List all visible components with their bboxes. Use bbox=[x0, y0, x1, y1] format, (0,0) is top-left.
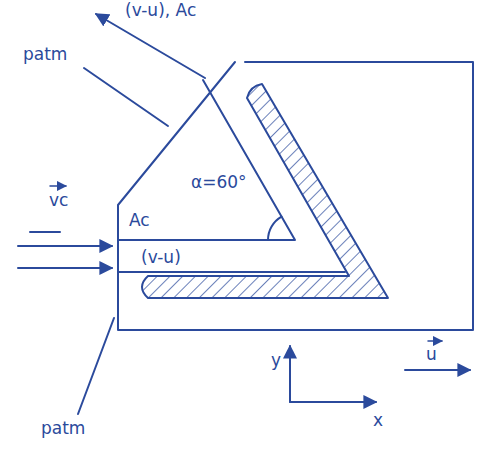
leader-line bbox=[84, 68, 168, 126]
stream-outer-boundary bbox=[118, 271, 345, 273]
x-axis bbox=[290, 401, 376, 403]
leader-line bbox=[78, 318, 114, 414]
velocity-label: u bbox=[425, 344, 438, 364]
stream-inner-boundary bbox=[118, 80, 295, 240]
vector-mark bbox=[50, 185, 66, 187]
jet-inlet-line bbox=[30, 231, 60, 233]
axis-label: y bbox=[270, 350, 282, 370]
area-label: Ac bbox=[128, 210, 151, 230]
velocity-label: vc bbox=[48, 190, 69, 210]
relative-velocity-label: (v-u) bbox=[140, 247, 182, 267]
control-volume bbox=[118, 62, 473, 330]
jet-inlet-line bbox=[18, 267, 112, 269]
axis-label: x bbox=[372, 410, 384, 430]
vector-mark bbox=[428, 340, 442, 342]
angle-label: α=60° bbox=[190, 172, 248, 192]
outlet-flow-arrow bbox=[96, 14, 205, 78]
angle-arc bbox=[268, 217, 282, 240]
pressure-label: patm bbox=[40, 418, 86, 438]
y-axis bbox=[289, 346, 291, 402]
pressure-label: patm bbox=[22, 44, 68, 64]
jet-inlet-line bbox=[18, 245, 112, 247]
outlet-label: (v-u), Ac bbox=[124, 0, 197, 20]
velocity-arrow bbox=[405, 369, 470, 371]
